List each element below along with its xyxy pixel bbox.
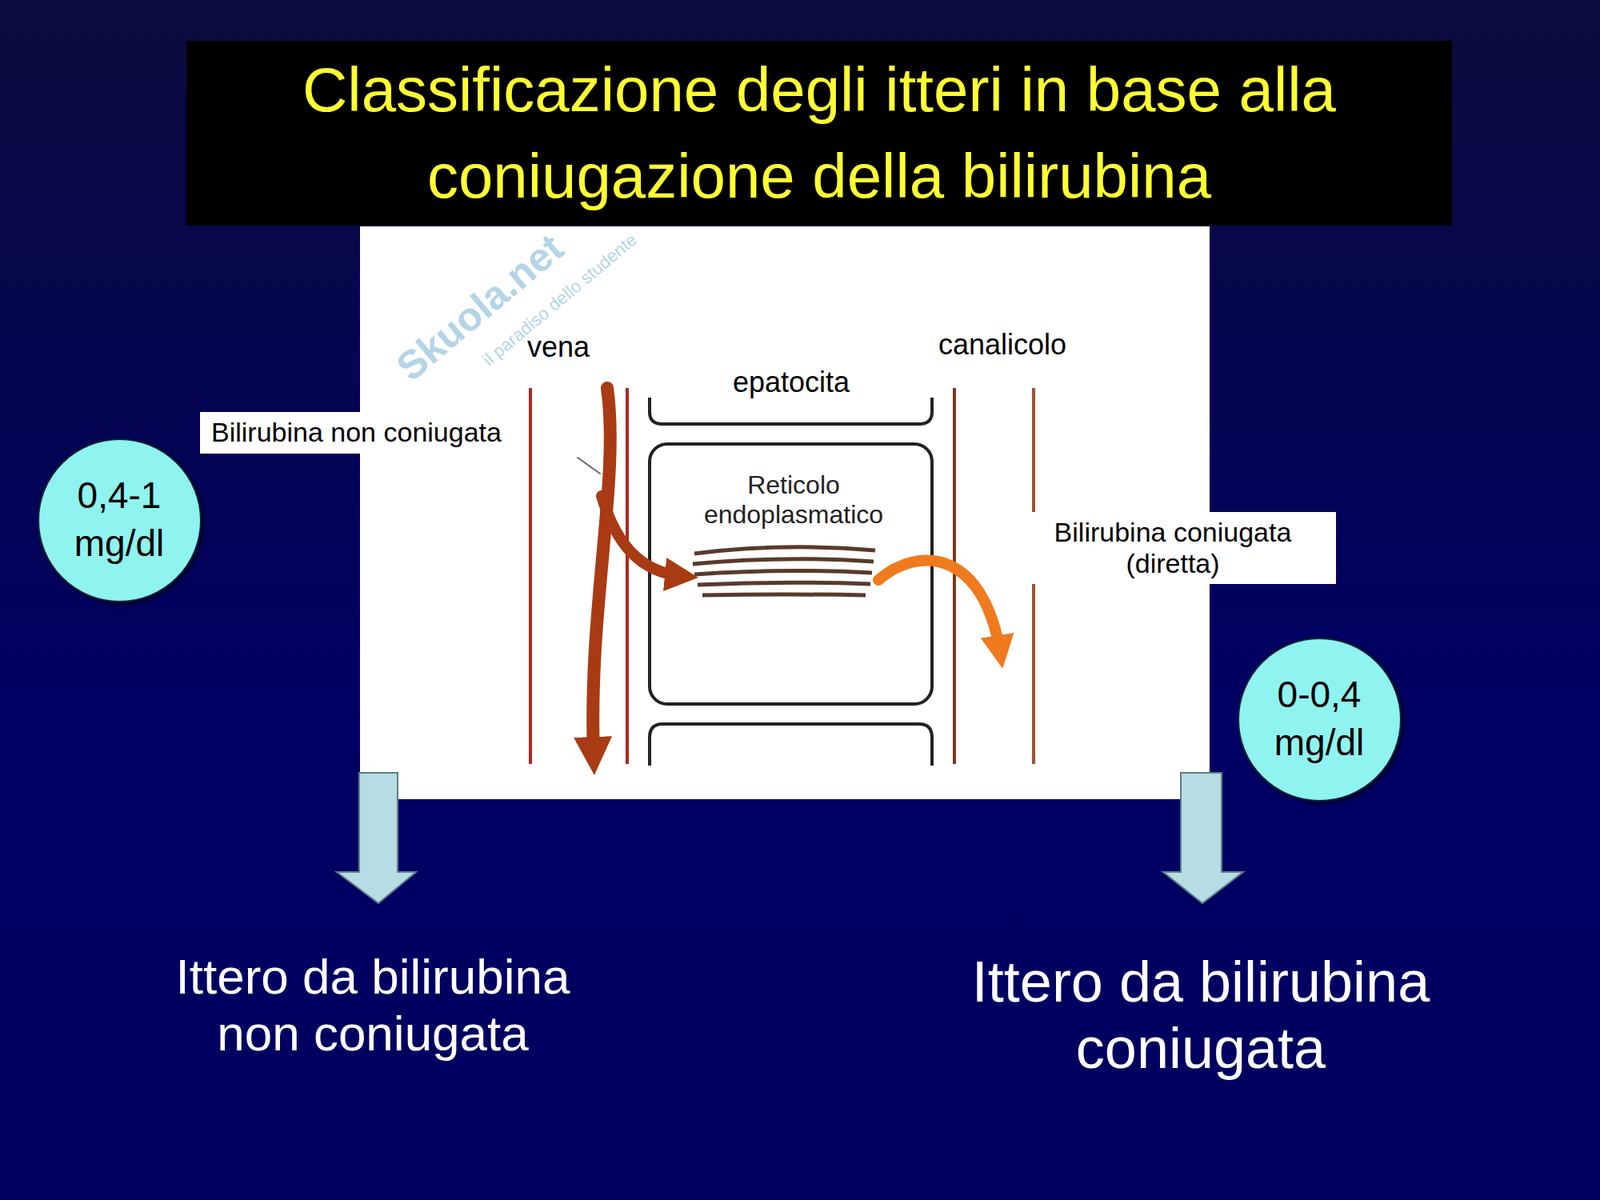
category-label: Ittero da bilirubina non coniugata xyxy=(132,948,613,1063)
category-label: Ittero da bilirubina coniugata xyxy=(928,948,1473,1082)
part-label: Reticolo endoplasmatico xyxy=(673,470,914,530)
part-label: canalicolo xyxy=(927,323,1078,366)
hepatocytes xyxy=(649,397,932,766)
title-band xyxy=(186,40,1452,226)
vein xyxy=(530,388,628,764)
callout-label: Bilirubina coniugata (diretta) xyxy=(1009,512,1336,584)
value-circle: 0-0,4 mg/dl xyxy=(1237,637,1402,802)
part-label: vena xyxy=(527,330,590,364)
down-arrows xyxy=(336,772,1244,904)
value-text: 0-0,4 mg/dl xyxy=(1263,671,1376,768)
part-label: epatocita xyxy=(732,365,850,399)
bilirubin-arrows xyxy=(577,388,1000,756)
slide-title: Classificazione degli itteri in base all… xyxy=(192,46,1447,220)
value-circle: 0,4-1 mg/dl xyxy=(37,438,202,603)
callout-label: Bilirubina non coniugata xyxy=(200,412,513,453)
endoplasmic-reticulum xyxy=(692,547,876,596)
value-text: 0,4-1 mg/dl xyxy=(63,472,176,568)
